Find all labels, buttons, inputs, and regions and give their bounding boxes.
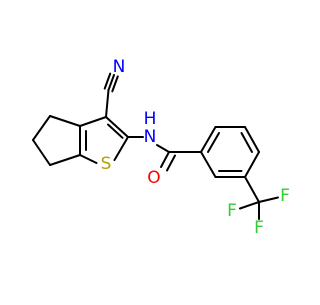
bond-ar1-ar2-inner (207, 132, 220, 153)
bonds (32, 72, 279, 220)
bond-cyano-triple-3 (111, 75, 119, 93)
bond-nh-carbonyl (156, 144, 170, 153)
atom-label-amide-n: N (144, 127, 157, 147)
bond-cyano-triple-2 (103, 72, 112, 90)
bond-ring-to-cyano (105, 89, 110, 118)
bond-ar1-ar2 (200, 126, 217, 153)
atom-labels: N N H S O F F F (101, 57, 290, 238)
bond-c4-c5 (32, 115, 51, 141)
atom-label-thiophene-s: S (101, 154, 112, 174)
bond-c3-c3a (79, 116, 107, 127)
bond-c3a-c4 (49, 115, 81, 127)
bond-c6-c6a (49, 154, 81, 166)
bond-c5-c6 (32, 139, 51, 166)
structure-diagram: N N H S O F F F (32, 57, 290, 238)
bond-carbonyl-o-2 (166, 154, 176, 172)
bond-s-c6a (79, 154, 98, 164)
molecule-canvas: N N H S O F F F (32, 57, 290, 238)
bond-c3-c2-inner (107, 123, 124, 139)
atom-label-fluorine-3: F (254, 218, 264, 238)
bond-cyano-triple-1 (107, 74, 115, 91)
atom-label-amide-h: H (144, 109, 157, 129)
atom-label-carbonyl-o: O (147, 168, 160, 188)
bond-c3-c2-double (105, 116, 129, 138)
bond-cf3-f-left (239, 201, 260, 210)
atom-label-fluorine-2: F (280, 186, 290, 206)
bond-carbonyl-o-1 (160, 151, 170, 168)
bond-c2-s (113, 136, 129, 161)
bond-ar4-ar5 (244, 151, 260, 178)
bond-ar3-ar4 (244, 126, 260, 153)
bond-ar6-ar1 (200, 151, 217, 178)
atom-label-fluorine-1: F (227, 201, 237, 221)
bond-ar5-cf3 (244, 176, 260, 203)
bond-ar3-ar4-inner (240, 132, 253, 153)
bond-cf3-f-right (258, 196, 279, 203)
atom-label-cyano-n: N (113, 57, 126, 77)
